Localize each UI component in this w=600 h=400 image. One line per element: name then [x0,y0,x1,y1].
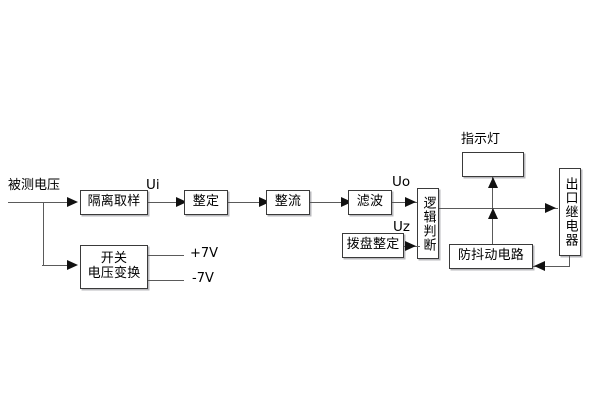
block-output-relay[interactable]: 出口继电器 [559,168,581,256]
signal-uz-label: Uz [393,219,410,235]
arrow-into-rectify [259,197,270,207]
arrow-into-filter [341,197,352,207]
signal-ui-label: Ui [146,177,160,193]
arrow-up-from-anti-shake [488,208,498,219]
arrow-into-indicator-lamp [488,177,498,188]
block-logic-judgement[interactable]: 逻辑判断 [417,188,439,259]
line-rectify-to-filter [310,202,348,203]
branch-bottom-line [42,265,72,266]
supply-positive-label: +7V [190,246,219,261]
block-switch-voltage-conversion[interactable]: 开关 电压变换 [80,245,148,289]
indicator-lamp-title: 指示灯 [461,132,501,147]
line-bus-to-indicator-lamp [492,177,493,208]
line-anti-shake-to-bus [492,208,493,245]
line-logic-to-output-relay [439,208,558,209]
line-relay-feedback-vertical [569,256,570,267]
block-indicator-lamp[interactable] [462,152,524,177]
block-filter[interactable]: 滤波 [348,190,392,215]
line-setting-to-rectify [228,202,266,203]
line-relay-feedback-horizontal [533,266,570,267]
branch-top-line [42,202,72,203]
signal-uo-label: Uo [392,174,411,190]
block-isolation-sampling[interactable]: 隔离取样 [80,190,148,215]
arrow-into-logic-judgement-top [405,197,416,207]
input-trunk-line [8,202,44,203]
arrow-into-switch-voltage-conversion [67,260,78,270]
block-setting[interactable]: 整定 [184,190,228,215]
line-supply-positive [148,255,184,256]
block-rectify[interactable]: 整流 [266,190,310,215]
input-voltage-label: 被测电压 [8,178,61,193]
line-isolation-to-setting [148,202,182,203]
arrow-into-isolation-sampling [67,197,78,207]
arrow-into-anti-shake-circuit [534,261,545,271]
block-anti-shake-circuit[interactable]: 防抖动电路 [449,244,533,269]
line-supply-negative [148,280,184,281]
supply-negative-label: -7V [192,271,214,286]
branch-vertical-line [43,202,44,266]
arrow-into-setting [176,197,187,207]
arrow-into-output-relay [545,203,556,213]
arrow-into-logic-judgement-bottom [405,241,416,251]
block-dial-setting[interactable]: 拨盘整定 [342,233,404,258]
